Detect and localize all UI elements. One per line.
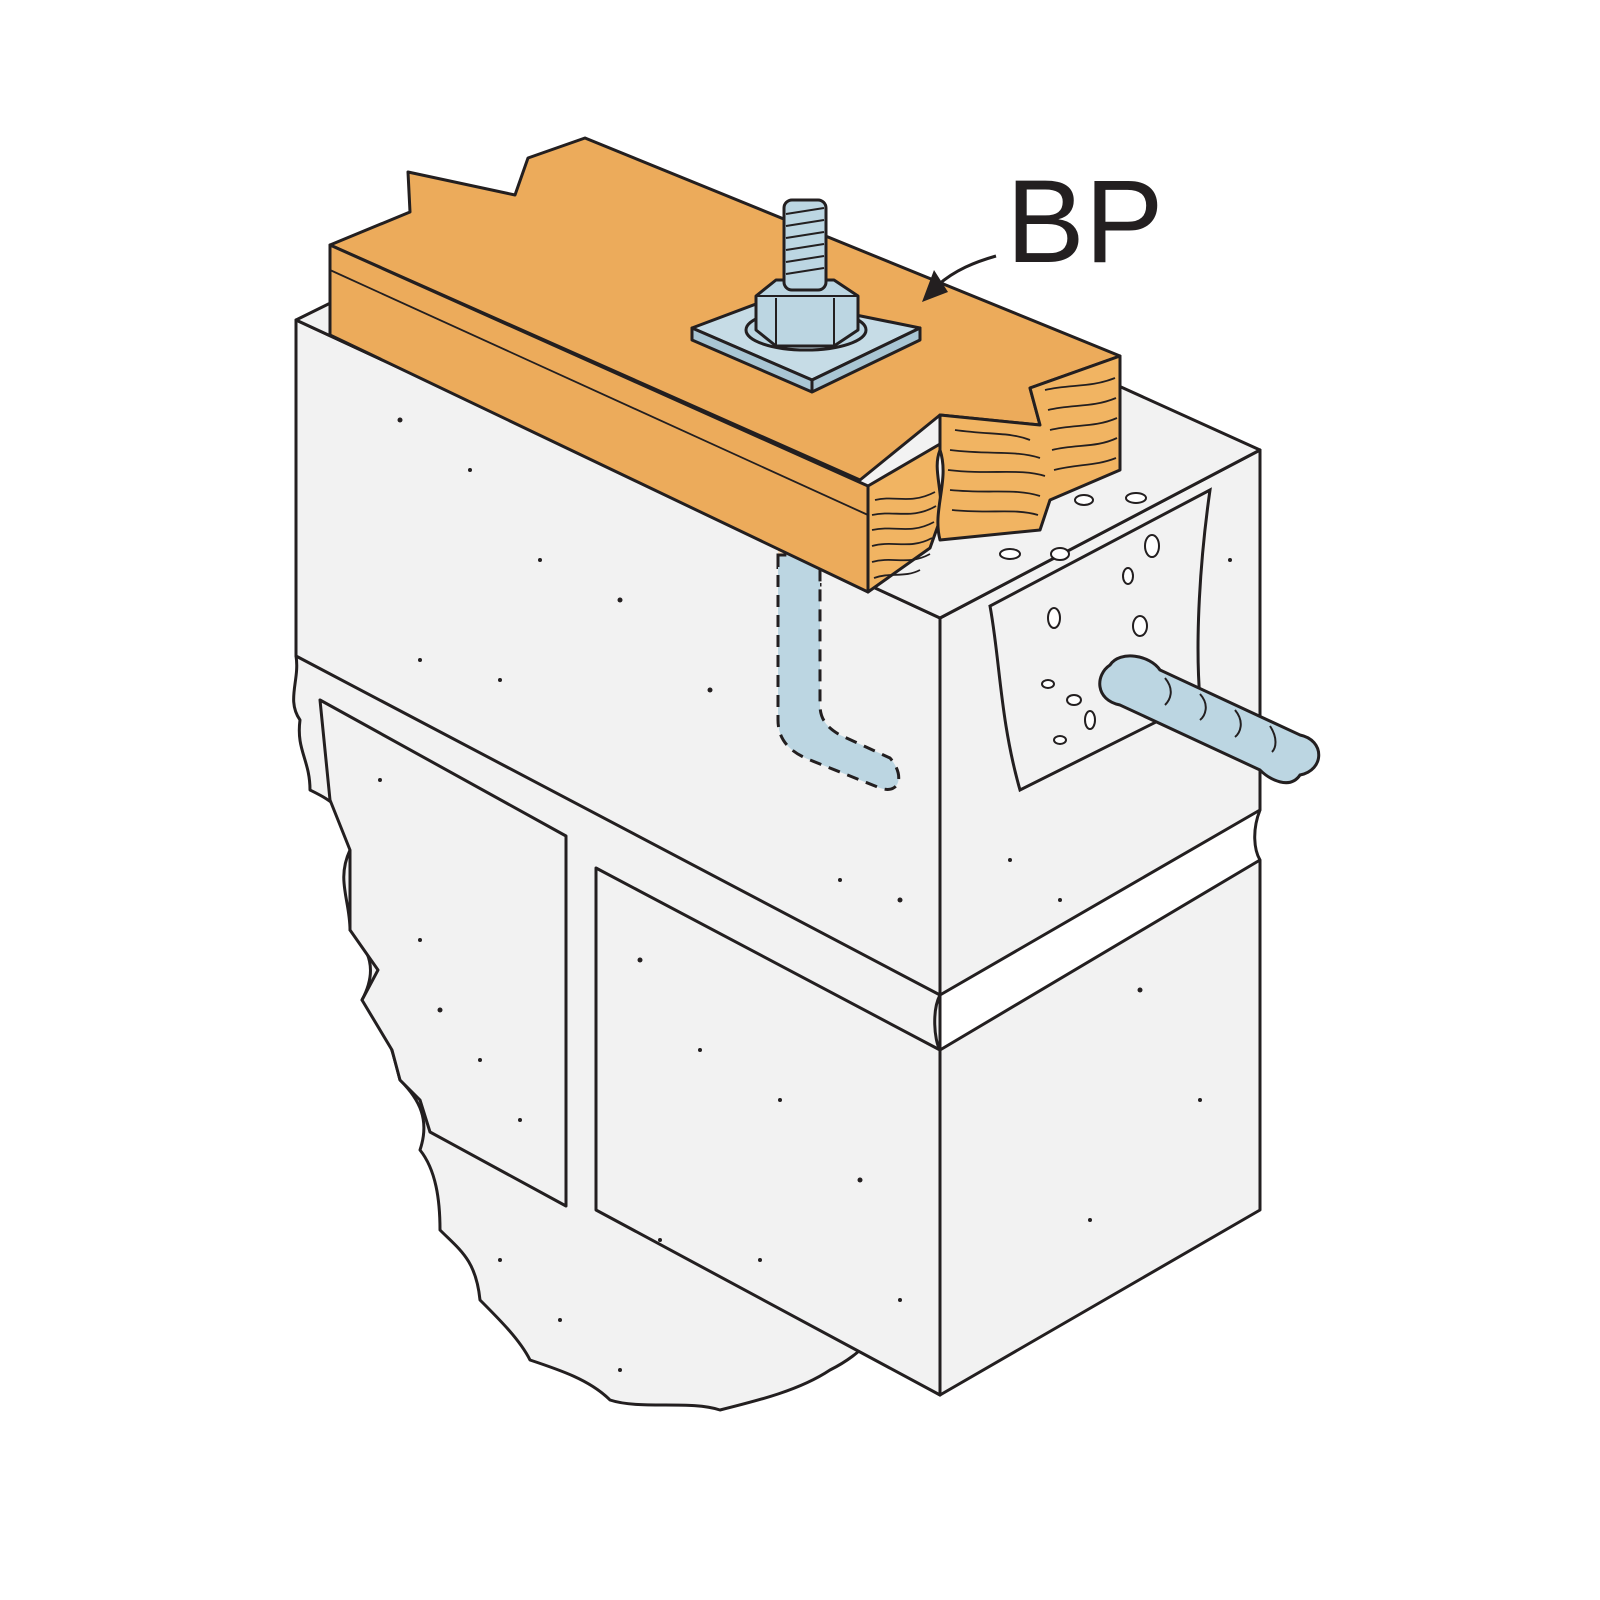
wood-grain	[329, 269, 1118, 579]
bearing-plate-assembly	[690, 198, 922, 394]
grout-aggregate	[999, 492, 1160, 745]
callout-label-bp: BP	[1006, 156, 1163, 288]
rebar-body	[1098, 654, 1321, 785]
bolt-hook-shank	[776, 553, 901, 791]
callout-arrowhead	[922, 270, 948, 302]
lower-block-left-face	[318, 698, 568, 1208]
hex-nut-facets	[756, 295, 858, 346]
callout: BP	[922, 156, 1163, 302]
rebar	[1098, 654, 1321, 785]
rod-threads	[785, 207, 825, 275]
rebar-ribs	[1164, 677, 1277, 753]
threaded-rod	[782, 198, 828, 292]
sill-top-face	[328, 136, 1122, 482]
mortar-joint	[933, 809, 1262, 1051]
lower-block-end-face	[938, 858, 1262, 1397]
callout-leader	[937, 254, 997, 287]
concrete-speckles	[378, 417, 1242, 1372]
sill-end-grain-broken	[936, 354, 1122, 542]
bearing-plate-edge	[690, 326, 922, 394]
